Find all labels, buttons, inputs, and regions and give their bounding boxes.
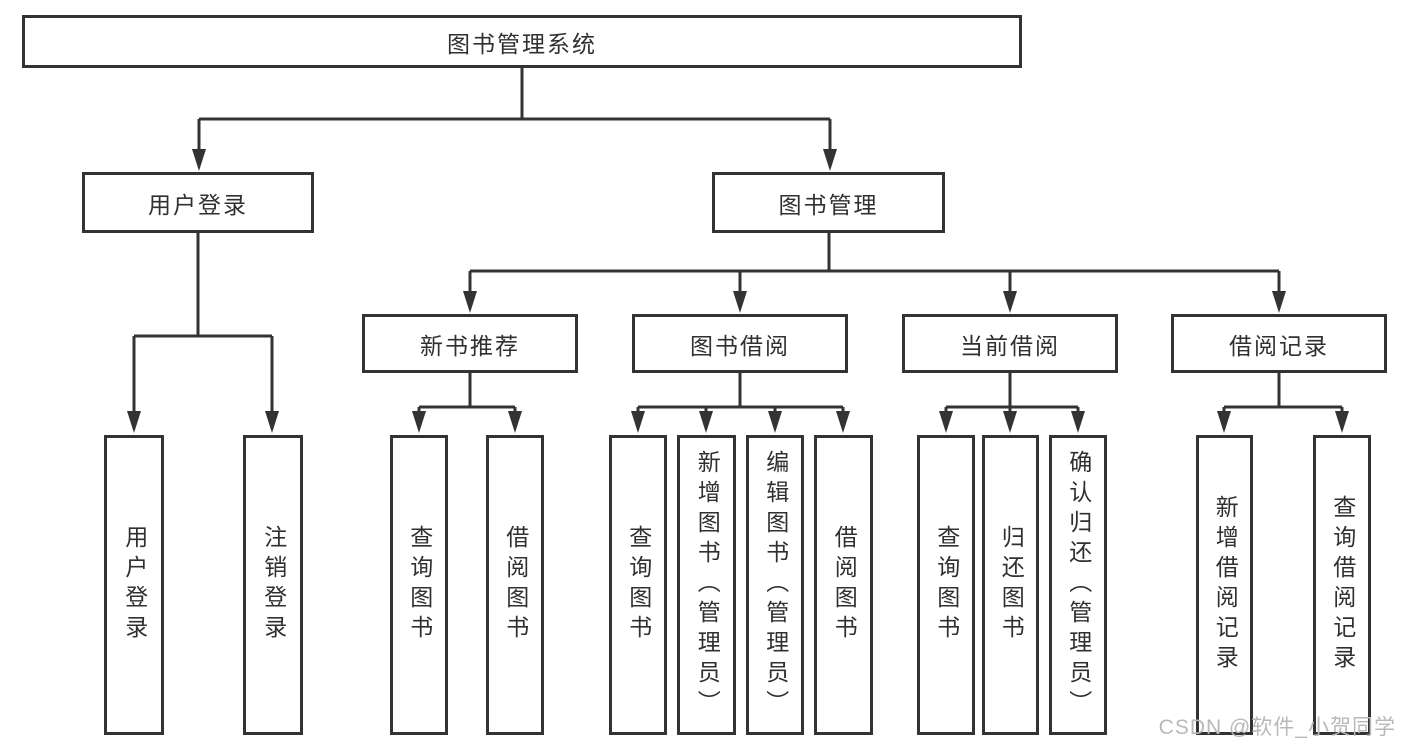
leaf-borrow-books: 借阅图书 — [814, 435, 873, 735]
arrow-icon — [1003, 291, 1017, 313]
node-label: 编辑图书（管理员） — [762, 450, 789, 720]
arrow-icon — [733, 291, 747, 313]
arrow-icon — [768, 411, 782, 433]
node-label: 注销登录 — [260, 525, 287, 645]
leaf-recommend-query-books: 查询图书 — [390, 435, 448, 735]
arrow-icon — [631, 411, 645, 433]
arrow-icon — [265, 411, 279, 433]
node-library-system: 图书管理系统 — [22, 15, 1022, 68]
arrow-icon — [823, 149, 837, 171]
leaf-recommend-borrow-books: 借阅图书 — [486, 435, 544, 735]
node-label: 新增借阅记录 — [1212, 495, 1239, 675]
arrowheads — [127, 149, 1349, 433]
arrow-icon — [127, 411, 141, 433]
node-new-book-recommend: 新书推荐 — [362, 314, 578, 373]
arrow-icon — [836, 411, 850, 433]
leaf-borrow-query-books: 查询图书 — [609, 435, 667, 735]
node-user-login: 用户登录 — [82, 172, 314, 233]
node-label: 新书推荐 — [420, 332, 520, 359]
leaf-return-book: 归还图书 — [982, 435, 1039, 735]
arrow-icon — [1335, 411, 1349, 433]
edge-root-to-level2 — [197, 68, 832, 149]
edge-userlogin-to-leaves — [132, 233, 274, 411]
arrow-icon — [508, 411, 522, 433]
node-label: 当前借阅 — [960, 332, 1060, 359]
arrow-icon — [1071, 411, 1085, 433]
node-borrow-records: 借阅记录 — [1171, 314, 1387, 373]
edge-recommend-to-leaves — [417, 373, 517, 411]
leaf-user-login: 用户登录 — [104, 435, 164, 735]
node-label: 查询图书 — [625, 525, 652, 645]
arrow-icon — [412, 411, 426, 433]
edge-bookmgmt-to-level3 — [468, 233, 1281, 291]
edge-borrow-to-leaves — [636, 373, 845, 411]
node-label: 图书管理 — [778, 191, 879, 218]
leaf-logout: 注销登录 — [243, 435, 303, 735]
edge-records-to-leaves — [1222, 373, 1344, 411]
node-label: 查询借阅记录 — [1329, 495, 1356, 675]
node-label: 归还图书 — [998, 525, 1025, 645]
node-label: 借阅记录 — [1229, 332, 1329, 359]
leaf-add-book-admin: 新增图书（管理员） — [677, 435, 736, 735]
arrow-icon — [1272, 291, 1286, 313]
node-book-management: 图书管理 — [712, 172, 945, 233]
arrow-icon — [1217, 411, 1231, 433]
node-label: 图书借阅 — [690, 332, 790, 359]
node-label: 确认归还（管理员） — [1065, 450, 1092, 720]
leaf-edit-book-admin: 编辑图书（管理员） — [746, 435, 804, 735]
node-label: 新增图书（管理员） — [694, 450, 721, 720]
arrow-icon — [463, 291, 477, 313]
node-book-borrow: 图书借阅 — [632, 314, 848, 373]
leaf-current-query-books: 查询图书 — [917, 435, 975, 735]
node-label: 借阅图书 — [502, 525, 529, 645]
node-label: 查询图书 — [933, 525, 960, 645]
edge-current-to-leaves — [944, 373, 1080, 411]
leaf-confirm-return-admin: 确认归还（管理员） — [1049, 435, 1107, 735]
node-label: 图书管理系统 — [447, 30, 597, 57]
arrow-icon — [192, 149, 206, 171]
node-label: 借阅图书 — [831, 525, 858, 645]
arrow-icon — [939, 411, 953, 433]
node-label: 用户登录 — [121, 525, 148, 645]
node-label: 用户登录 — [148, 191, 248, 218]
node-label: 查询图书 — [406, 525, 433, 645]
node-current-borrow: 当前借阅 — [902, 314, 1118, 373]
arrow-icon — [1003, 411, 1017, 433]
arrow-icon — [699, 411, 713, 433]
leaf-add-borrow-record: 新增借阅记录 — [1196, 435, 1253, 735]
leaf-query-borrow-record: 查询借阅记录 — [1313, 435, 1371, 735]
